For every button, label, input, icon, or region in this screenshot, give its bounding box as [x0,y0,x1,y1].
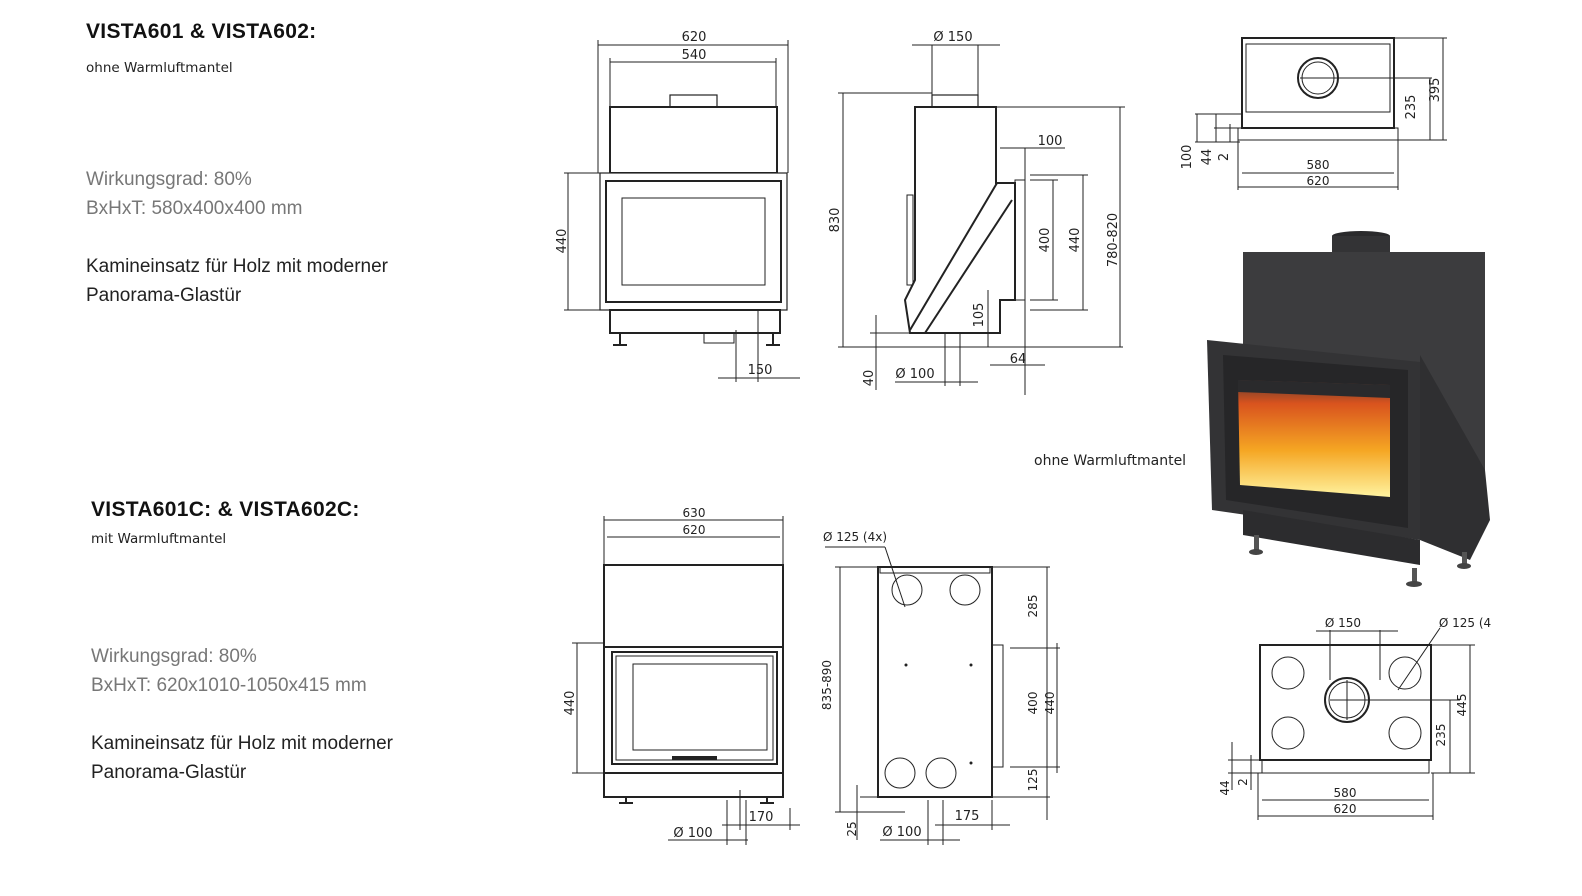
section1-dimensions: BxHxT: 580x400x400 mm [86,198,303,219]
dim-height-range: 780-820 [1106,213,1121,267]
dim-pipe-diameter: Ø 100 [895,367,934,382]
dim-width-inner: 620 [683,523,706,537]
dim-glass-height: 400 [1026,692,1040,715]
dim-width-outer: 620 [1334,802,1357,816]
drawing1-side-view: Ø 150 830 100 400 440 780-820 105 40 Ø 1… [828,30,1125,395]
dim-door-height: 440 [1068,228,1083,253]
section2-description-line1: Kamineinsatz für Holz mit moderner [91,733,393,754]
drawing2-side-view: Ø 125 (4x) 835-890 285 400 440 125 25 Ø … [820,530,1060,845]
drawing2-top-view: Ø 150 Ø 125 (4 445 235 44 2 580 620 [1218,616,1491,820]
section2-title: VISTA601C: & VISTA602C: [91,498,360,521]
dim-height-range: 835-890 [820,660,834,710]
dim-duct-diameter: Ø 125 (4 [1439,616,1491,630]
dim-door-height: 440 [563,691,578,716]
dim-offset: 170 [749,810,774,825]
section1-subtitle: ohne Warmluftmantel [86,60,233,76]
dim-offset: 150 [748,363,773,378]
dim-bottom-height: 125 [1026,769,1040,792]
photo-caption: ohne Warmluftmantel [1034,453,1187,469]
section2-efficiency: Wirkungsgrad: 80% [91,646,257,667]
dim-flue-depth: 235 [1404,95,1419,120]
dim-width-outer: 630 [683,506,706,520]
dim-flue-diameter: Ø 150 [933,30,972,45]
fireplace-product-image [1207,231,1490,587]
dim-44: 44 [1218,780,1232,795]
dim-width-inner: 540 [682,48,707,63]
dim-offset: 64 [1010,352,1027,367]
dim-100: 100 [1180,145,1195,170]
dim-top-height: 285 [1026,595,1040,618]
dim-feet-height: 25 [845,821,859,836]
section1-efficiency: Wirkungsgrad: 80% [86,169,252,190]
dim-door-height: 440 [1043,692,1057,715]
dim-44: 44 [1200,149,1215,166]
dim-pipe-diameter: Ø 100 [882,825,921,840]
dim-pipe-diameter: Ø 100 [673,826,712,841]
dim-lower-height: 105 [972,303,987,328]
dim-total-depth: 395 [1428,78,1443,103]
drawing1-front-view: 620 540 440 150 [555,30,800,382]
dim-width-inner: 580 [1307,158,1330,172]
dim-2: 2 [1236,778,1250,786]
section2-dimensions: BxHxT: 620x1010-1050x415 mm [91,675,367,696]
dim-flue-depth: 235 [1434,724,1448,747]
section1-title: VISTA601 & VISTA602: [86,20,317,43]
drawing1-top-view: 395 235 100 44 2 580 620 [1180,37,1447,190]
dim-width-inner: 580 [1334,786,1357,800]
drawing2-front-view: 630 620 440 Ø 100 170 [563,506,800,845]
dim-total-depth: 445 [1455,694,1469,717]
dim-width-outer: 620 [1307,174,1330,188]
dim-feet-height: 40 [862,370,877,387]
dim-door-depth: 100 [1038,134,1063,149]
dim-glass-height: 400 [1038,228,1053,253]
dim-total-height: 830 [828,208,843,233]
dim-offset: 175 [955,809,980,824]
dim-2: 2 [1217,153,1232,161]
dim-flue-diameter: Ø 150 [1325,616,1361,630]
dim-door-height: 440 [555,229,570,254]
dim-width-outer: 620 [682,30,707,45]
section1-description-line2: Panorama-Glastür [86,285,242,306]
section2-subtitle: mit Warmluftmantel [91,531,227,547]
section1-description-line1: Kamineinsatz für Holz mit moderner [86,256,388,277]
section2-description-line2: Panorama-Glastür [91,762,247,783]
dim-duct-diameter: Ø 125 (4x) [823,530,887,544]
